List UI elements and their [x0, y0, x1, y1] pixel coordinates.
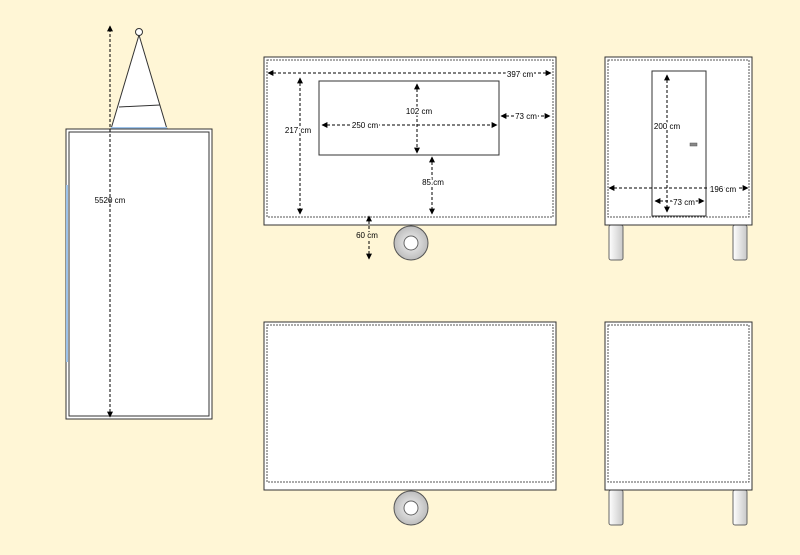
- label-door-height: 200 cm: [654, 122, 681, 131]
- leg-right-top: [732, 224, 748, 261]
- end-top-inner: [607, 59, 750, 218]
- label-height-window: 102 cm: [406, 107, 433, 116]
- side-window: [318, 80, 500, 156]
- spire-band: [118, 104, 161, 108]
- end-door: [651, 70, 707, 217]
- label-end-width: 196 cm: [710, 185, 737, 194]
- door-handle: [689, 142, 698, 147]
- side-view-top: 397 cm 217 cm 102 cm 250 cm 73 cm 85 cm …: [263, 56, 557, 261]
- label-window-bottom-margin: 85 cm: [422, 178, 444, 187]
- leg-left-bottom: [608, 489, 624, 526]
- tower-view: 5520 cm: [65, 25, 213, 420]
- side-bottom-outer: [263, 321, 557, 491]
- wheel-top-hub: [403, 235, 419, 251]
- label-height-total: 5520 cm: [95, 196, 126, 205]
- label-door-width: 73 cm: [673, 198, 695, 207]
- leg-right-bottom: [732, 489, 748, 526]
- label-ground-clearance: 60 cm: [356, 231, 378, 240]
- side-top-inner: [266, 59, 554, 218]
- end-view-top: 200 cm 196 cm 73 cm: [604, 56, 753, 261]
- side-view-bottom: [263, 321, 557, 526]
- end-bottom-inner: [607, 324, 750, 483]
- spire-tip: [135, 28, 143, 36]
- leg-left-top: [608, 224, 624, 261]
- label-width-window: 250 cm: [352, 121, 379, 130]
- tower-spire: [110, 33, 168, 130]
- end-bottom-outer: [604, 321, 753, 491]
- end-view-bottom: [604, 321, 753, 526]
- wheel-bottom-hub: [403, 500, 419, 516]
- label-window-right-margin: 73 cm: [515, 112, 537, 121]
- side-bottom-inner: [266, 324, 554, 483]
- label-height-side: 217 cm: [285, 126, 312, 135]
- tower-body-outer: [65, 128, 213, 420]
- label-width-outer: 397 cm: [507, 70, 534, 79]
- tower-body-inner: [68, 131, 210, 417]
